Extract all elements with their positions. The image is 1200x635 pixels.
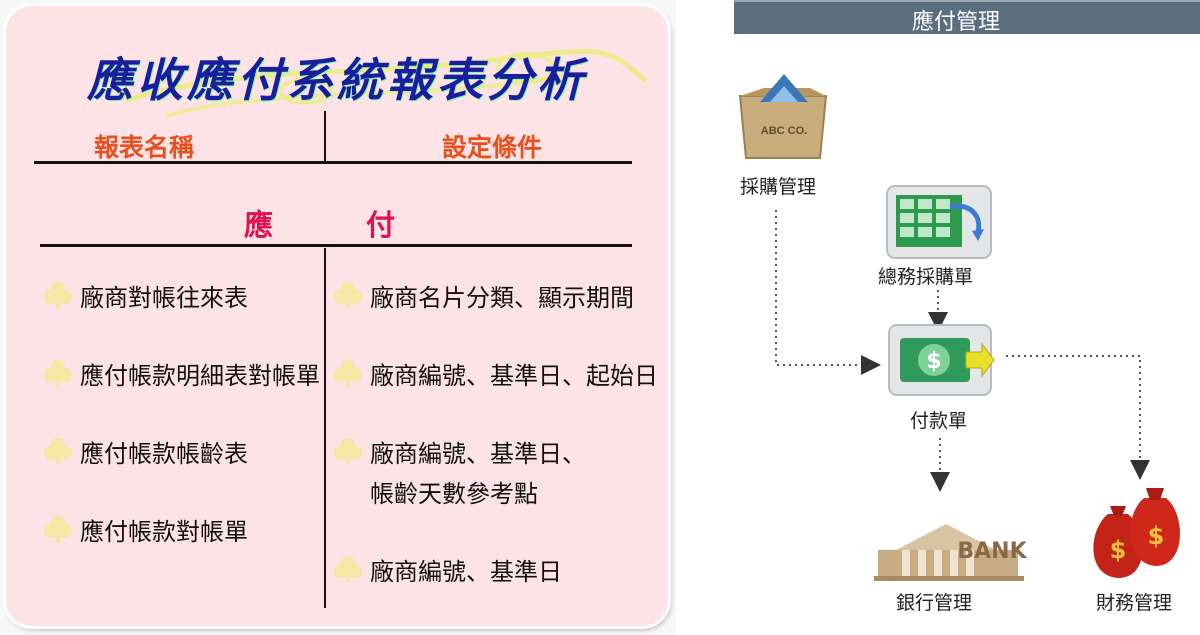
node-label-payment: 付款單: [910, 410, 968, 432]
node-label-bank: 銀行管理: [896, 592, 973, 614]
report-condition-3-line-1: 廠商編號、基準日、: [370, 440, 586, 468]
flow-panel: 應付管理 ABC CO. 採購管理: [676, 0, 1200, 635]
svg-text:BANK: BANK: [957, 539, 1027, 564]
svg-text:$: $: [1148, 522, 1165, 550]
column-header-conditions: 設定條件: [442, 133, 543, 162]
connector-payment-to-finance: [1006, 355, 1150, 480]
clover-bullet-icon: [44, 438, 72, 465]
bag-icon: ABC CO.: [738, 74, 828, 159]
clover-bullet-icon: [334, 360, 362, 387]
svg-text:ABC CO.: ABC CO.: [761, 125, 807, 137]
spreadsheet-icon: [886, 185, 992, 259]
money-bag-icon: $ $: [1093, 488, 1180, 578]
flow-header-title: 應付管理: [912, 10, 1001, 35]
flow-header-bar: 應付管理: [734, 0, 1200, 35]
clover-bullet-icon: [334, 282, 362, 309]
report-condition-1: 廠商名片分類、顯示期間: [370, 284, 634, 312]
svg-text:$: $: [926, 349, 941, 374]
clover-bullet-icon: [334, 438, 362, 465]
report-panel: 應收應付系統報表分析 報表名稱 設定條件 應 付 廠商對帳往來表 廠商名片分類、…: [6, 6, 668, 626]
flow-connectors: [775, 210, 1150, 492]
header-rule: [34, 161, 632, 164]
report-name-2: 應付帳款明細表對帳單: [80, 362, 320, 390]
clover-bullet-icon: [334, 556, 362, 583]
node-label-purchasing: 採購管理: [740, 176, 817, 198]
node-label-finance: 財務管理: [1096, 592, 1173, 614]
clover-bullet-icon: [44, 360, 72, 387]
svg-text:$: $: [1110, 536, 1127, 564]
report-name-3: 應付帳款帳齡表: [80, 440, 248, 468]
clover-bullet-icon: [44, 516, 72, 543]
dollar-icon: $: [888, 324, 995, 396]
section-label-char-2: 付: [366, 208, 396, 242]
report-condition-5: 廠商編號、基準日: [370, 558, 562, 586]
report-card: 應收應付系統報表分析 報表名稱 設定條件 應 付 廠商對帳往來表 廠商名片分類、…: [6, 6, 668, 626]
section-label-char-1: 應: [244, 208, 274, 242]
report-condition-3-line-2: 帳齡天數參考點: [370, 480, 538, 508]
report-title: 應收應付系統報表分析: [87, 53, 587, 107]
clover-bullet-icon: [44, 282, 72, 309]
column-header-report-name: 報表名稱: [94, 133, 195, 162]
report-name-4: 應付帳款對帳單: [80, 518, 248, 546]
connector-purchasing-to-payment: [775, 210, 881, 375]
table-divider: [324, 248, 326, 608]
decorative-swirl: [125, 49, 648, 118]
bank-icon: BANK: [874, 524, 1028, 581]
section-rule: [40, 244, 632, 247]
node-label-general-purchase: 總務採購單: [878, 266, 974, 288]
header-divider: [324, 111, 326, 163]
report-name-1: 廠商對帳往來表: [80, 284, 248, 312]
report-condition-2: 廠商編號、基準日、起始日: [370, 362, 658, 390]
